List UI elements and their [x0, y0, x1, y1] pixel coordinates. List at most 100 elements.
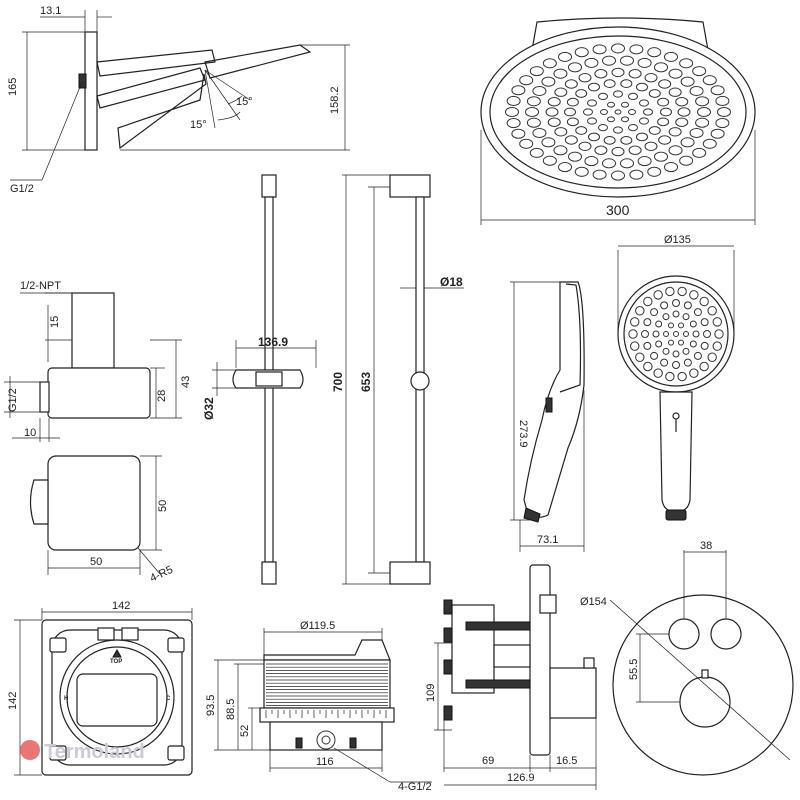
head-nozzle	[715, 95, 730, 107]
head-nozzle	[702, 138, 717, 149]
tilt-angle-upper-label: 15°	[236, 96, 253, 108]
valve-rod-upper	[465, 621, 531, 631]
tilt-angle-lower-label: 15°	[190, 119, 207, 131]
rail-tube-diameter-label: Ø18	[440, 275, 463, 289]
trim-knob-left	[668, 618, 700, 650]
hand-nozzle	[707, 352, 717, 362]
trim-knob-right	[710, 618, 742, 650]
valve-cartridge	[493, 644, 531, 668]
head-nozzle	[592, 44, 607, 55]
head-upper	[204, 44, 312, 79]
head-nozzle	[505, 106, 519, 118]
head-nozzle	[654, 62, 668, 73]
leader-line	[41, 81, 83, 181]
rail-top-cap	[261, 174, 277, 198]
hand-nozzle	[693, 308, 702, 317]
hand-nozzle	[643, 361, 653, 372]
hand-nozzle	[700, 341, 709, 350]
knob-vertical-label: 55.5	[628, 659, 640, 680]
head-nozzle	[695, 96, 710, 107]
head-nozzle	[564, 135, 578, 145]
shower-head-view: 300	[480, 17, 756, 225]
wall-arm-height-label: 165	[7, 78, 19, 96]
head-nozzle	[568, 151, 582, 162]
outlet-corner-radius-label: 4-R5	[148, 564, 175, 585]
box-tab-top-left	[97, 627, 115, 641]
head-nozzle	[637, 57, 652, 68]
head-nozzle	[611, 43, 625, 54]
head-nozzle	[575, 89, 588, 98]
hand-nozzle	[643, 318, 652, 327]
head-nozzle	[629, 169, 644, 180]
head-nozzle	[644, 73, 658, 83]
hand-nozzle	[683, 301, 692, 310]
hand-nozzle	[677, 371, 687, 382]
head-nozzle	[692, 66, 707, 77]
outlet-body	[47, 367, 151, 419]
head-nozzle	[677, 107, 691, 117]
head-nozzle	[675, 117, 689, 127]
head-nozzle	[636, 82, 648, 92]
head-nozzle	[592, 169, 607, 180]
hand-nozzle	[660, 301, 669, 310]
head-nozzle	[532, 127, 547, 139]
valve-fitting-2	[443, 627, 453, 643]
hand-nozzle	[672, 299, 680, 307]
hand-nozzle	[655, 320, 663, 328]
valve-rod-lower	[465, 679, 531, 689]
valve-cover-top	[263, 639, 391, 661]
hand-nozzle	[635, 306, 645, 316]
box-height-label: 142	[7, 692, 19, 710]
head-nozzle	[564, 79, 578, 89]
head-nozzle	[525, 106, 539, 118]
head-nozzle	[638, 99, 649, 107]
hand-nozzle	[652, 330, 660, 338]
head-nozzle	[717, 106, 731, 118]
angle-ray-1	[204, 69, 241, 121]
knob-small	[539, 594, 557, 614]
head-nozzle	[660, 107, 672, 117]
wall-arm-drop-label: 158.2	[329, 86, 341, 114]
valve-lug-right	[349, 737, 357, 749]
head-nozzle	[628, 123, 638, 132]
hand-shower-face-diameter-label: Ø135	[664, 234, 691, 246]
head-diameter-label: 300	[606, 202, 630, 218]
head-nozzle	[628, 69, 642, 79]
head-nozzle	[675, 97, 689, 107]
hand-shower-handle	[659, 391, 693, 513]
hand-nozzle	[689, 340, 697, 348]
head-nozzle	[644, 141, 658, 151]
hand-shower-side-body	[523, 281, 585, 518]
head-nozzle	[621, 116, 629, 123]
hand-shower-face-inner	[623, 281, 729, 387]
head-nozzle	[636, 132, 648, 142]
trim-plate-view: 38 55.5 Ø154	[580, 540, 794, 776]
head-nozzle	[511, 85, 526, 96]
head-nozzle	[542, 58, 557, 69]
head-nozzle	[620, 79, 633, 88]
arm-upper	[96, 49, 216, 77]
head-nozzle	[668, 145, 683, 156]
hand-nozzle	[692, 330, 700, 338]
head-nozzle	[611, 146, 625, 157]
angle-arc-1	[217, 111, 241, 121]
outlet-face-height-label: 50	[157, 500, 169, 512]
head-nozzle	[583, 108, 593, 116]
hand-nozzle	[650, 308, 659, 317]
head-nozzle	[697, 106, 711, 118]
head-nozzle	[648, 126, 661, 135]
head-nozzle	[619, 158, 634, 169]
hand-nozzle	[630, 341, 640, 351]
head-nozzle	[519, 138, 534, 149]
box-arrow-icon	[112, 648, 122, 658]
leader-line	[137, 547, 161, 575]
head-inner	[489, 35, 747, 189]
valve-height-a-label: 93.5	[205, 695, 217, 716]
head-nozzle	[598, 92, 608, 101]
head-nozzle	[619, 55, 634, 66]
valve-installed-section: 109 69 16.5 126.9	[425, 564, 597, 790]
wall-plate-section	[529, 564, 551, 756]
head-nozzle	[689, 85, 704, 97]
outlet-nozzle-thread-label: G1/2	[7, 388, 19, 412]
